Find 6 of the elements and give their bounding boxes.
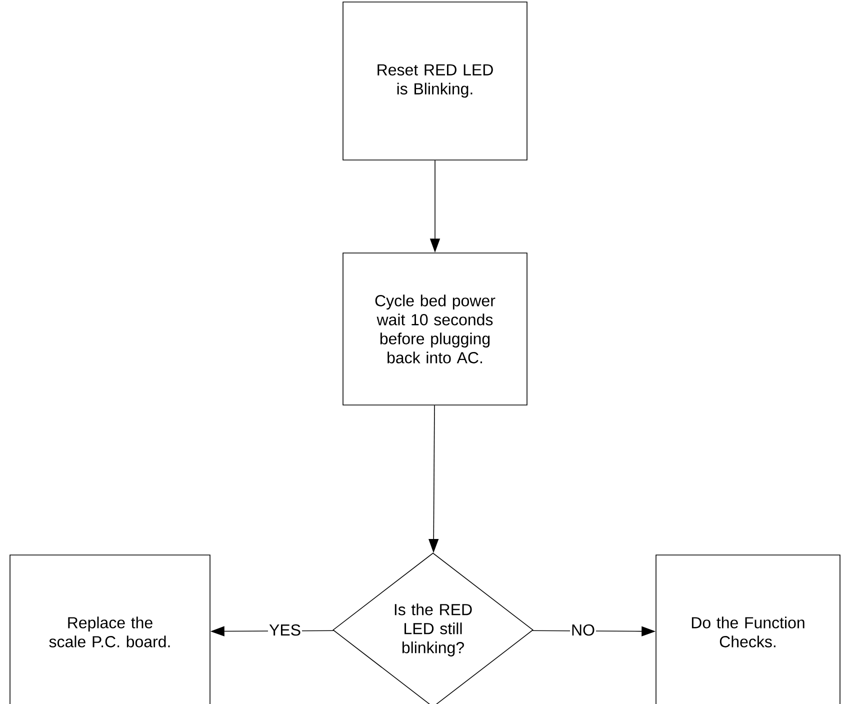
process-box: Cycle bed power wait 10 seconds before plugging back into AC.	[342, 252, 528, 406]
process-box: Replace the scale P.C. board.	[10, 554, 210, 704]
process-box: Reset RED LED is Blinking.	[342, 2, 528, 160]
edge-label: NO	[570, 623, 596, 637]
edge-label: YES	[268, 623, 302, 637]
process-box: Do the Function Checks.	[656, 554, 840, 704]
